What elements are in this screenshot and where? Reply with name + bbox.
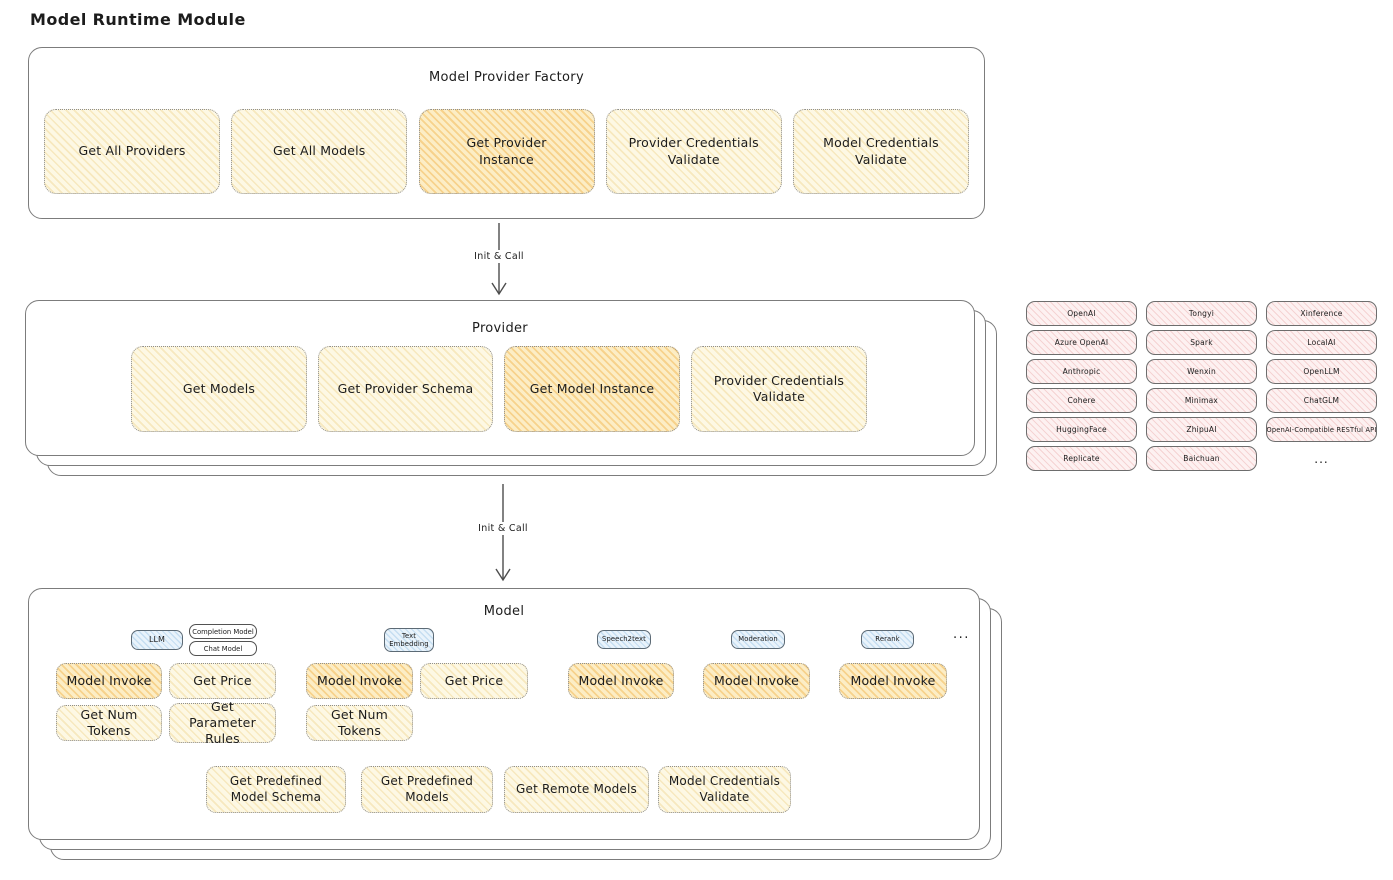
provider-chip-openllm[interactable]: OpenLLM <box>1266 359 1377 384</box>
tab-moderation[interactable]: Moderation <box>731 630 785 649</box>
provider-chip-replicate[interactable]: Replicate <box>1026 446 1137 471</box>
node-get-models[interactable]: Get Models <box>131 346 307 432</box>
node-get-predefined-models[interactable]: Get Predefined Models <box>361 766 493 813</box>
node-speech2text-model-invoke[interactable]: Model Invoke <box>568 663 674 699</box>
provider-chip-openai-compatible[interactable]: OpenAI-Compatible RESTful API <box>1266 417 1377 442</box>
provider-chip-huggingface[interactable]: HuggingFace <box>1026 417 1137 442</box>
node-get-predefined-model-schema[interactable]: Get Predefined Model Schema <box>206 766 346 813</box>
provider-chip-zhipuai[interactable]: ZhipuAI <box>1146 417 1257 442</box>
arrow-label-init-call-1: Init & Call <box>469 250 529 263</box>
factory-panel: Model Provider Factory Get All Providers… <box>28 47 985 219</box>
provider-chips-grid: OpenAI Tongyi Xinference Azure OpenAI Sp… <box>1026 301 1377 471</box>
node-model-credentials-validate-2[interactable]: Model Credentials Validate <box>658 766 791 813</box>
node-provider-credentials-validate[interactable]: Provider Credentials Validate <box>605 109 782 194</box>
provider-panel: Provider Get Models Get Provider Schema … <box>25 300 997 476</box>
provider-chip-xinference[interactable]: Xinference <box>1266 301 1377 326</box>
provider-chip-tongyi[interactable]: Tongyi <box>1146 301 1257 326</box>
subtab-chat-model[interactable]: Chat Model <box>189 641 257 656</box>
provider-chip-chatglm[interactable]: ChatGLM <box>1266 388 1377 413</box>
provider-chip-openai[interactable]: OpenAI <box>1026 301 1137 326</box>
provider-chip-baichuan[interactable]: Baichuan <box>1146 446 1257 471</box>
provider-chips-ellipsis: ... <box>1314 451 1329 466</box>
provider-chip-minimax[interactable]: Minimax <box>1146 388 1257 413</box>
provider-chip-anthropic[interactable]: Anthropic <box>1026 359 1137 384</box>
provider-chip-cohere[interactable]: Cohere <box>1026 388 1137 413</box>
node-llm-get-parameter-rules[interactable]: Get Parameter Rules <box>169 699 276 746</box>
provider-chip-spark[interactable]: Spark <box>1146 330 1257 355</box>
provider-chip-localai[interactable]: LocalAI <box>1266 330 1377 355</box>
model-panel: Model LLM Completion Model Chat Model Te… <box>28 588 1002 860</box>
node-provider-credentials-validate-2[interactable]: Provider Credentials Validate <box>691 346 867 432</box>
model-sheet[interactable]: Model LLM Completion Model Chat Model Te… <box>28 588 980 840</box>
factory-title: Model Provider Factory <box>429 70 584 85</box>
tab-rerank[interactable]: Rerank <box>861 630 914 649</box>
tab-llm[interactable]: LLM <box>131 630 183 650</box>
node-llm-get-num-tokens[interactable]: Get Num Tokens <box>56 705 162 741</box>
node-llm-get-price[interactable]: Get Price <box>169 663 276 699</box>
node-model-credentials-validate[interactable]: Model Credentials Validate <box>793 109 969 194</box>
node-get-model-instance[interactable]: Get Model Instance <box>504 346 680 432</box>
node-rerank-model-invoke[interactable]: Model Invoke <box>839 663 947 699</box>
provider-title: Provider <box>472 321 528 336</box>
factory-sheet[interactable]: Model Provider Factory Get All Providers… <box>28 47 985 219</box>
tabs-ellipsis: ... <box>953 627 970 642</box>
page-title: Model Runtime Module <box>30 10 246 29</box>
provider-chip-wenxin[interactable]: Wenxin <box>1146 359 1257 384</box>
tab-text-embedding[interactable]: Text Embedding <box>384 628 434 652</box>
subtab-completion-model[interactable]: Completion Model <box>189 624 257 639</box>
node-get-all-models[interactable]: Get All Models <box>231 109 408 194</box>
arrow-label-init-call-2: Init & Call <box>473 522 533 535</box>
node-get-provider-schema[interactable]: Get Provider Schema <box>318 346 493 432</box>
node-embedding-get-price[interactable]: Get Price <box>420 663 528 699</box>
node-embedding-get-num-tokens[interactable]: Get Num Tokens <box>306 705 413 741</box>
node-get-all-providers[interactable]: Get All Providers <box>44 109 220 194</box>
node-moderation-model-invoke[interactable]: Model Invoke <box>703 663 810 699</box>
node-embedding-model-invoke[interactable]: Model Invoke <box>306 663 413 699</box>
node-get-provider-instance[interactable]: Get Provider Instance <box>418 109 595 194</box>
model-title: Model <box>483 604 525 619</box>
tab-speech2text[interactable]: Speech2text <box>597 630 651 649</box>
node-get-remote-models[interactable]: Get Remote Models <box>504 766 649 813</box>
provider-sheet[interactable]: Provider Get Models Get Provider Schema … <box>25 300 975 456</box>
node-llm-model-invoke[interactable]: Model Invoke <box>56 663 162 699</box>
provider-chip-azure-openai[interactable]: Azure OpenAI <box>1026 330 1137 355</box>
